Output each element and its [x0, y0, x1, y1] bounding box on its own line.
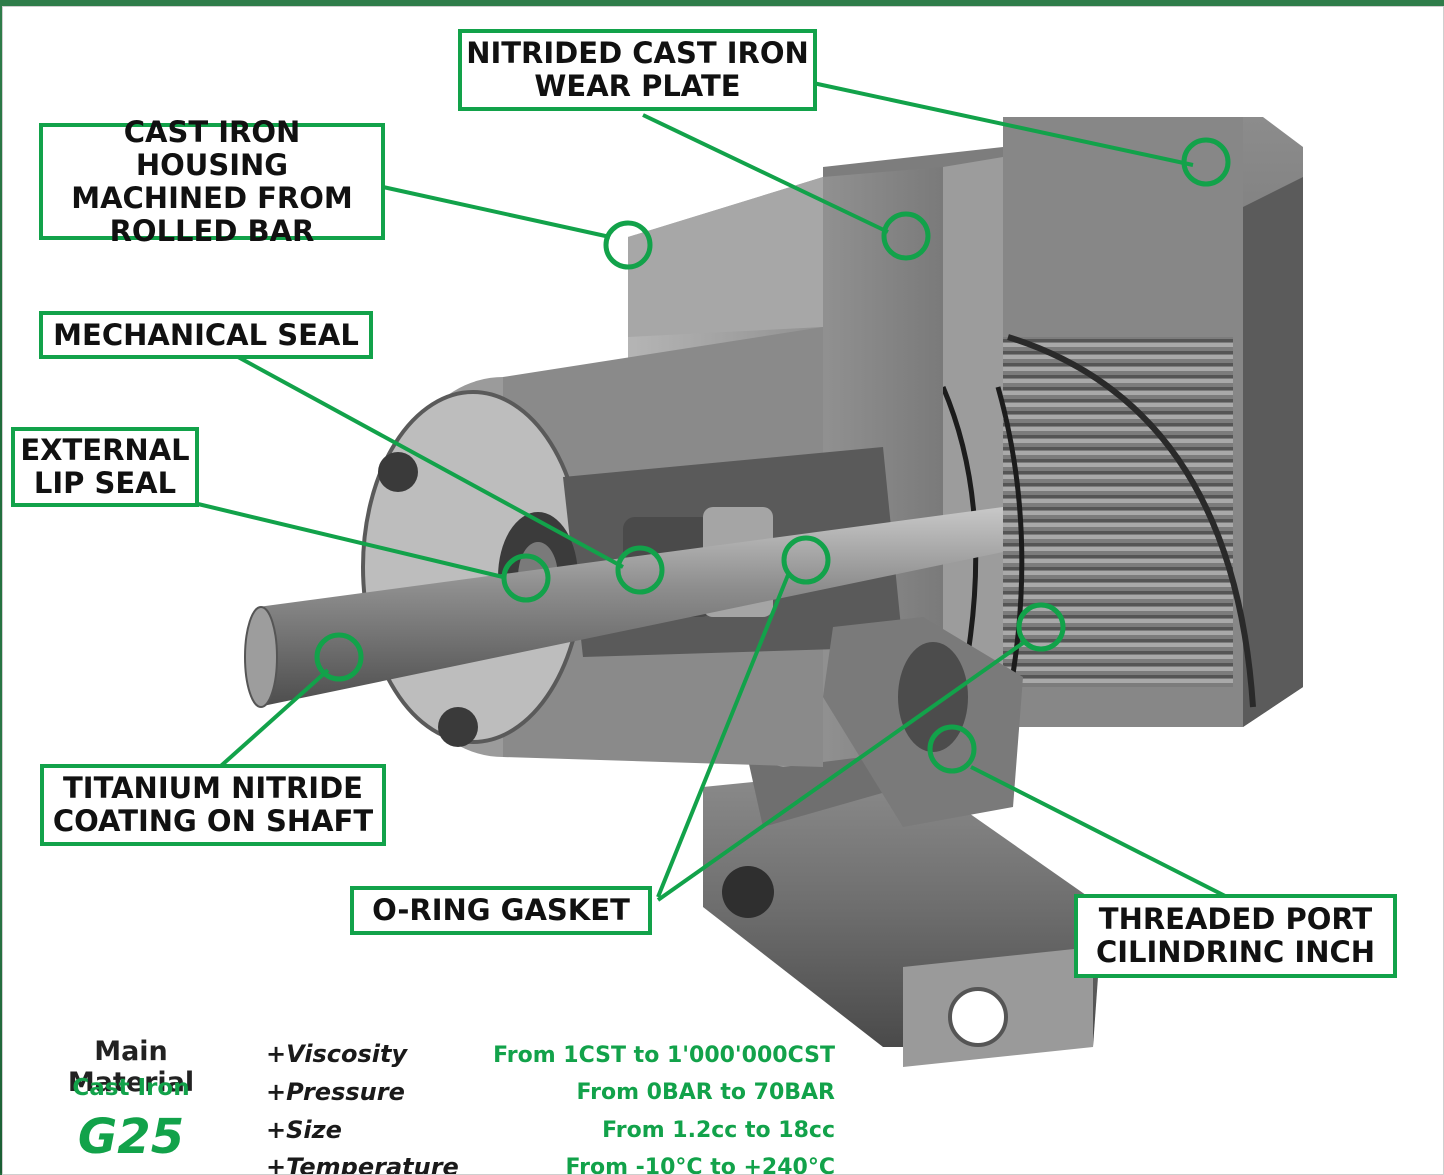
marker-circles: [314, 137, 1231, 774]
label-titanium-coating: TITANIUM NITRIDE COATING ON SHAFT: [40, 764, 386, 846]
material-heading: Main Material: [67, 1036, 195, 1098]
spec-value-temperature: From -10°C to +240°C: [565, 1155, 835, 1175]
spec-value-size: From 1.2cc to 18cc: [602, 1118, 835, 1143]
gear-pump-illustration: [197, 81, 1303, 1067]
spec-label-temperature: +Temperature: [266, 1153, 459, 1175]
spec-label-viscosity: +Viscosity: [266, 1040, 408, 1068]
marker-lip-seal: [501, 553, 551, 603]
label-threaded-port: THREADED PORT CILINDRINC INCH: [1074, 894, 1397, 978]
spec-label-size: +Size: [266, 1116, 342, 1144]
pump-body: [244, 117, 1303, 918]
marker-shaft-coating: [314, 632, 364, 682]
material-name: Cast Iron: [72, 1075, 190, 1101]
spec-value-viscosity: From 1CST to 1'000'000CST: [493, 1043, 835, 1068]
label-housing: CAST IRON HOUSING MACHINED FROM ROLLED B…: [39, 115, 385, 247]
marker-o-ring-1: [781, 535, 831, 585]
marker-port: [927, 724, 977, 774]
marker-wear-plate: [1181, 137, 1231, 187]
label-o-ring: O-RING GASKET: [350, 886, 652, 935]
label-lip-seal: EXTERNAL LIP SEAL: [11, 427, 199, 507]
spec-label-pressure: +Pressure: [266, 1078, 405, 1106]
label-wear-plate: NITRIDED CAST IRON WEAR PLATE: [458, 29, 817, 111]
model-number: G25: [77, 1109, 185, 1165]
leader-lines: [197, 81, 1234, 902]
marker-housing: [603, 220, 653, 270]
label-mechanical-seal: MECHANICAL SEAL: [39, 311, 373, 359]
diagram-panel: NITRIDED CAST IRON WEAR PLATE CAST IRON …: [2, 6, 1444, 1175]
marker-wear-plate-2: [881, 211, 931, 261]
marker-o-ring-2: [1016, 602, 1066, 652]
marker-mechanical-seal: [615, 545, 665, 595]
spec-value-pressure: From 0BAR to 70BAR: [576, 1080, 835, 1105]
